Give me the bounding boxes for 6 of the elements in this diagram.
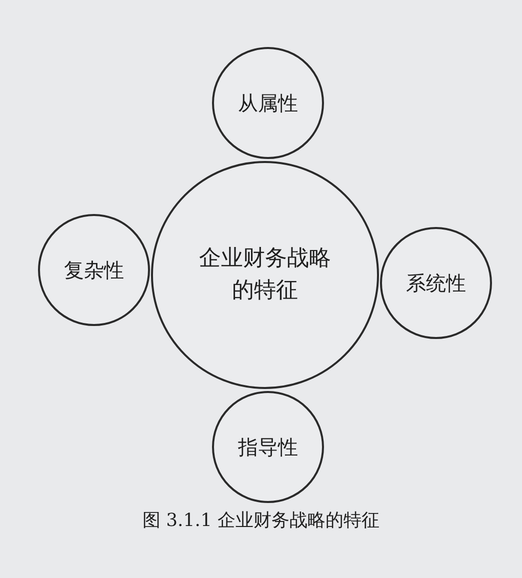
circle-node: 系统性 [380,227,492,339]
circle-node: 企业财务战略的特征 [151,161,379,389]
figure-caption: 图 3.1.1 企业财务战略的特征 [141,509,381,532]
circle-node: 复杂性 [38,214,150,326]
circle-node: 从属性 [212,47,324,159]
circle-node: 指导性 [212,391,324,503]
